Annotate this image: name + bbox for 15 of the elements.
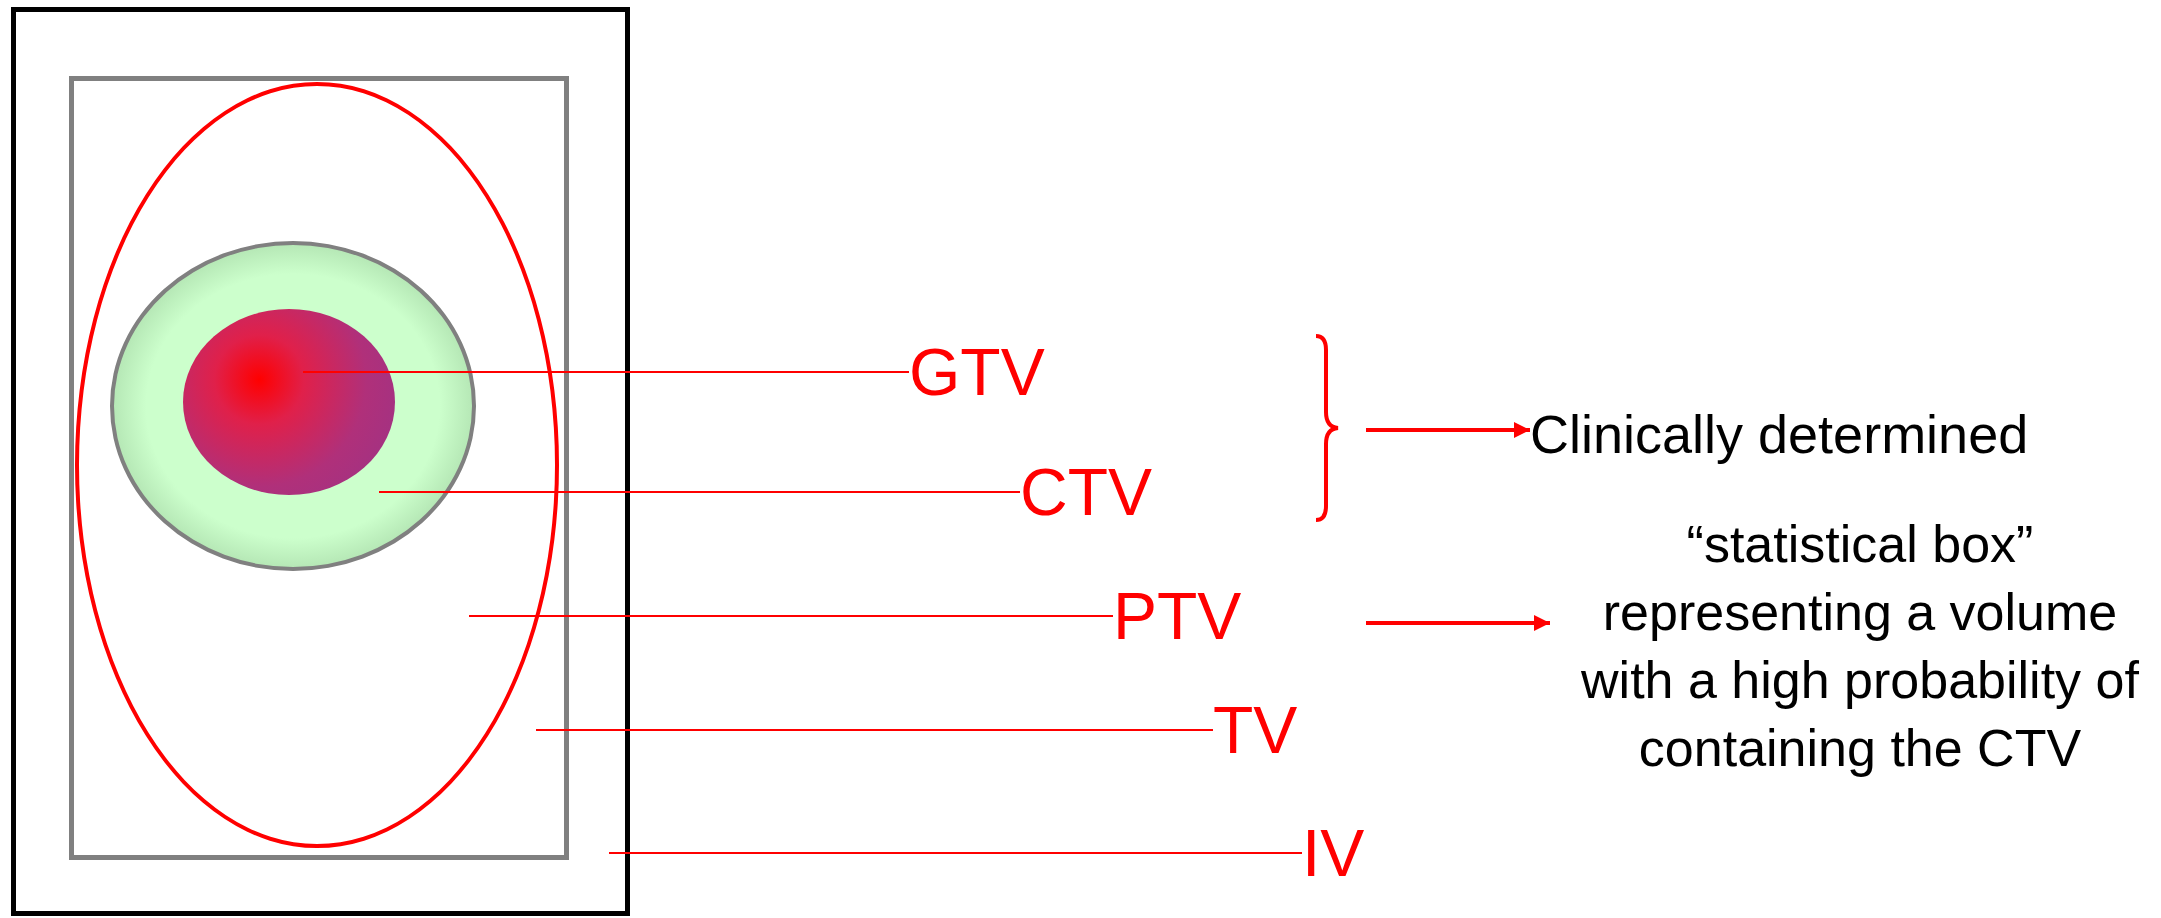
volume-label: TV: [1213, 697, 1338, 763]
leader-line: [378, 491, 1021, 493]
leader-line: [302, 371, 910, 373]
volume-label: CTV: [1020, 459, 1195, 525]
leader-line: [468, 615, 1114, 617]
volume-label: IV: [1302, 820, 1387, 886]
note-text: Clinically determined: [1530, 407, 2110, 462]
volume-rectangle: [11, 7, 630, 916]
volume-label: PTV: [1113, 583, 1288, 649]
volume-label: GTV: [909, 339, 1084, 405]
leader-line: [535, 729, 1214, 731]
arrow: [1366, 615, 1550, 631]
arrow: [1366, 422, 1530, 438]
leader-line: [608, 852, 1303, 854]
note-text: “statistical box” representing a volume with a high probability of containing the CTV: [1550, 510, 2161, 782]
